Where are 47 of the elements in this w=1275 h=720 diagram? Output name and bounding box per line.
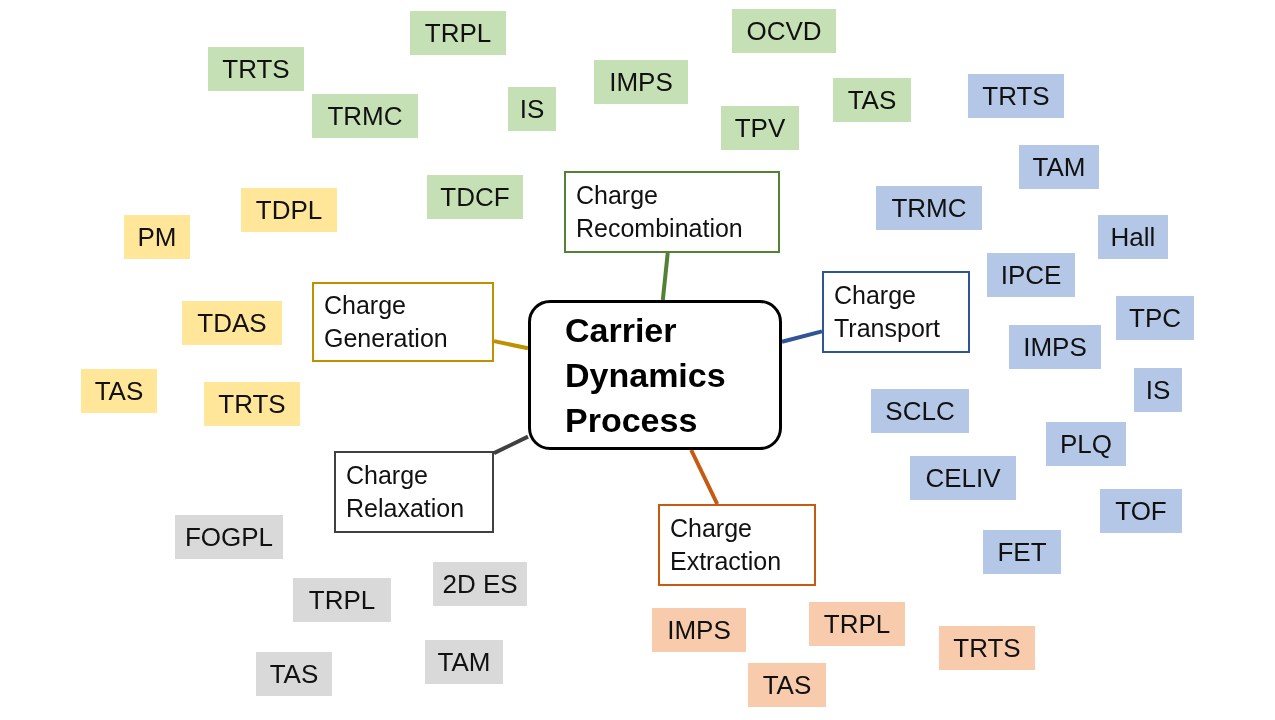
technique-tag: 2D ES — [433, 562, 527, 606]
connector-line — [660, 252, 670, 301]
technique-tag: IMPS — [652, 608, 746, 652]
technique-tag: TAM — [425, 640, 503, 684]
connector-line — [689, 449, 720, 505]
technique-tag: FET — [983, 530, 1061, 574]
technique-tag: TAS — [833, 78, 911, 122]
technique-tag: TRMC — [876, 186, 982, 230]
technique-tag: IMPS — [1009, 325, 1101, 369]
technique-tag: IMPS — [594, 60, 688, 104]
technique-tag: IS — [1134, 368, 1182, 412]
technique-tag: TAS — [748, 663, 826, 707]
technique-tag: PM — [124, 215, 190, 259]
technique-tag: TRTS — [968, 74, 1064, 118]
connector-line — [781, 329, 823, 344]
technique-tag: TRTS — [204, 382, 300, 426]
technique-tag: FOGPL — [175, 515, 283, 559]
technique-tag: Hall — [1098, 215, 1168, 259]
technique-tag: PLQ — [1046, 422, 1126, 466]
category-box: Charge Extraction — [658, 504, 816, 586]
technique-tag: TDAS — [182, 301, 282, 345]
technique-tag: SCLC — [871, 389, 969, 433]
category-box: Charge Transport — [822, 271, 970, 353]
technique-tag: IS — [508, 87, 556, 131]
connector-line — [493, 339, 529, 351]
technique-tag: IPCE — [987, 253, 1075, 297]
connector-line — [493, 434, 529, 455]
category-box: Charge Recombination — [564, 171, 780, 253]
technique-tag: TRTS — [208, 47, 304, 91]
technique-tag: TAS — [81, 369, 157, 413]
technique-tag: TPC — [1116, 296, 1194, 340]
technique-tag: TAM — [1019, 145, 1099, 189]
technique-tag: CELIV — [910, 456, 1016, 500]
category-box: Charge Generation — [312, 282, 494, 362]
technique-tag: TRPL — [809, 602, 905, 646]
technique-tag: TRMC — [312, 94, 418, 138]
technique-tag: TRPL — [293, 578, 391, 622]
technique-tag: TPV — [721, 106, 799, 150]
central-topic-box: Carrier Dynamics Process — [528, 300, 782, 450]
technique-tag: TRPL — [410, 11, 506, 55]
technique-tag: TRTS — [939, 626, 1035, 670]
technique-tag: TAS — [256, 652, 332, 696]
technique-tag: TOF — [1100, 489, 1182, 533]
category-box: Charge Relaxation — [334, 451, 494, 533]
technique-tag: OCVD — [732, 9, 836, 53]
technique-tag: TDPL — [241, 188, 337, 232]
technique-tag: TDCF — [427, 175, 523, 219]
